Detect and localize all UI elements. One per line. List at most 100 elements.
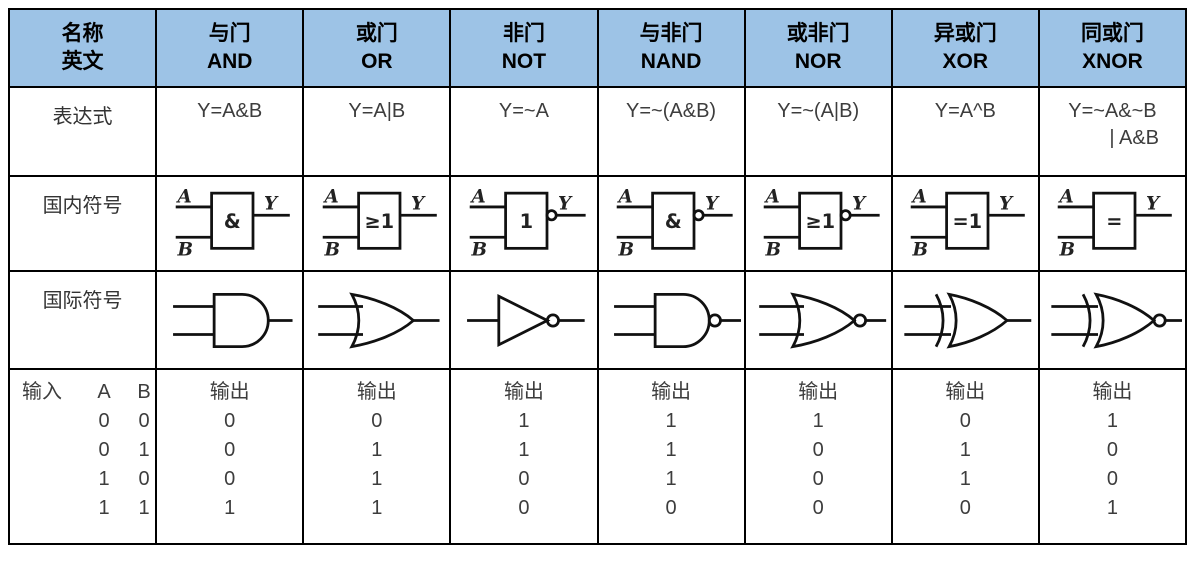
svg-text:A: A bbox=[764, 186, 780, 207]
international-symbol-xnor-icon bbox=[1051, 291, 1183, 349]
output-value: 1 bbox=[959, 439, 971, 461]
expression-text: Y=A|B bbox=[348, 100, 406, 122]
gate-name-cn: 非门 bbox=[502, 22, 545, 45]
international-symbol-xor-icon bbox=[904, 291, 1032, 349]
gate-name-en: XNOR bbox=[1082, 50, 1143, 73]
expression-text: Y=A&B bbox=[197, 100, 263, 122]
svg-text:=1: =1 bbox=[953, 210, 983, 233]
svg-text:B: B bbox=[176, 240, 193, 261]
output-header: 输出 bbox=[798, 381, 839, 403]
svg-text:Y: Y bbox=[999, 194, 1014, 215]
input-a-value: 0 bbox=[98, 439, 110, 461]
row-label-expression: 表达式 bbox=[7, 86, 158, 177]
international-symbol-nor-icon bbox=[759, 292, 887, 348]
output-value: 0 bbox=[812, 468, 824, 490]
svg-text:≥1: ≥1 bbox=[364, 210, 394, 233]
expression-cell-nand: Y=~(A&B) bbox=[596, 86, 746, 177]
truth-input-header: 输入 A B bbox=[11, 378, 154, 407]
output-value: 0 bbox=[224, 410, 236, 432]
svg-text:B: B bbox=[765, 240, 782, 261]
svg-text:A: A bbox=[322, 186, 338, 207]
input-b-label: B bbox=[137, 381, 151, 403]
international-symbol-cell-or bbox=[302, 270, 452, 370]
international-symbol-cell-nand bbox=[596, 270, 746, 370]
output-value: 1 bbox=[812, 410, 824, 432]
domestic-symbol-cell-xor: A B Y =1 bbox=[890, 175, 1040, 272]
svg-text:≥1: ≥1 bbox=[806, 210, 836, 233]
international-symbol-cell-and bbox=[155, 270, 305, 370]
international-symbol-row: 国际符号 bbox=[7, 270, 1188, 370]
output-value: 1 bbox=[371, 439, 383, 461]
input-a-value: 0 bbox=[98, 410, 110, 432]
output-value: 0 bbox=[518, 497, 530, 519]
expression-cell-nor: Y=~(A|B) bbox=[743, 86, 893, 177]
svg-text:B: B bbox=[323, 240, 340, 261]
international-symbol-cell-nor bbox=[743, 270, 893, 370]
domestic-symbol-xnor-icon: ABY= bbox=[1058, 186, 1173, 261]
gate-name-cn: 同或门 bbox=[1080, 22, 1144, 45]
output-value: 1 bbox=[371, 468, 383, 490]
svg-text:A: A bbox=[911, 186, 927, 207]
expression-cell-and: Y=A&B bbox=[155, 86, 305, 177]
output-value: 1 bbox=[224, 497, 236, 519]
row-label-domestic-symbol: 国内符号 bbox=[7, 175, 158, 272]
expression-text: Y=A^B bbox=[934, 100, 996, 122]
output-value: 1 bbox=[959, 468, 971, 490]
output-value: 0 bbox=[371, 410, 383, 432]
output-header: 输出 bbox=[209, 381, 250, 403]
domestic-symbol-and-icon: ABY& bbox=[175, 186, 290, 261]
input-label: 输入 bbox=[22, 381, 62, 403]
international-symbol-nand-icon bbox=[614, 292, 742, 348]
input-a-label: A bbox=[97, 381, 111, 403]
svg-text:B: B bbox=[1059, 240, 1076, 261]
svg-text:A: A bbox=[1058, 186, 1074, 207]
svg-text:Y: Y bbox=[264, 194, 279, 215]
domestic-symbol-xor-icon: A B Y =1 bbox=[911, 186, 1026, 261]
row-label-international-symbol: 国际符号 bbox=[7, 270, 158, 370]
output-value: 1 bbox=[665, 468, 677, 490]
output-value: 1 bbox=[1106, 410, 1118, 432]
domestic-symbol-or-icon: ABY≥1 bbox=[322, 186, 437, 261]
header-name-cell: 名称 英文 bbox=[7, 8, 158, 88]
svg-text:B: B bbox=[618, 240, 635, 261]
output-value: 1 bbox=[665, 439, 677, 461]
output-value: 0 bbox=[1106, 439, 1118, 461]
header-name-line1: 名称 bbox=[61, 22, 104, 45]
gate-name-cn: 与非门 bbox=[639, 22, 703, 45]
svg-text:Y: Y bbox=[705, 194, 720, 215]
gate-name-en: OR bbox=[361, 50, 393, 73]
international-symbol-or-icon bbox=[318, 292, 440, 348]
international-symbol-cell-xor bbox=[890, 270, 1040, 370]
expression-cell-not: Y=~A bbox=[449, 86, 599, 177]
international-symbol-cell-not bbox=[449, 270, 599, 370]
international-symbol-not-icon bbox=[467, 293, 585, 347]
output-header: 输出 bbox=[503, 381, 544, 403]
gate-name-cn: 或非门 bbox=[786, 22, 850, 45]
header-cell-xnor: 同或门 XNOR bbox=[1037, 8, 1188, 88]
output-value: 1 bbox=[518, 439, 530, 461]
expression-text-line2: | A&B bbox=[1109, 127, 1159, 149]
output-value: 0 bbox=[812, 497, 824, 519]
expression-text: Y=~(A&B) bbox=[626, 100, 717, 122]
svg-text:B: B bbox=[912, 240, 929, 261]
gate-name-cn: 与门 bbox=[208, 22, 251, 45]
